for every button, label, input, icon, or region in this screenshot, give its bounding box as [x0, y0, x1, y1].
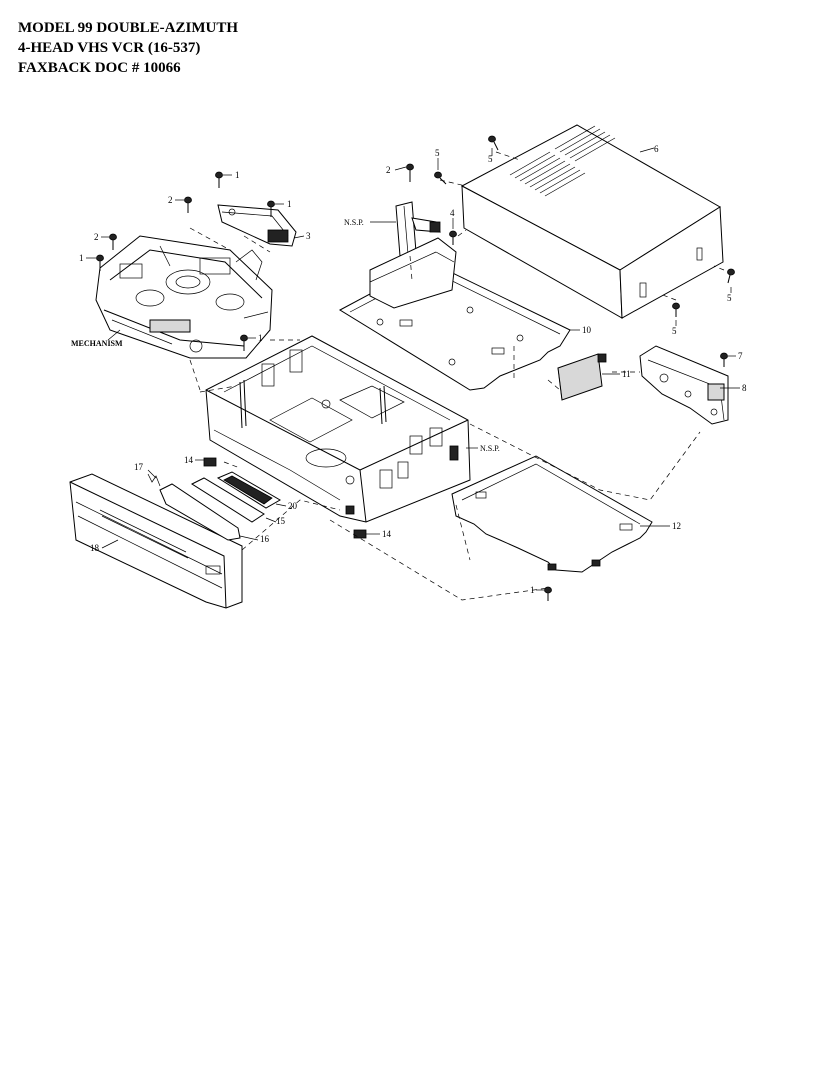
callout-1: 1 — [235, 170, 240, 180]
header-vcr-line: 4-HEAD VHS VCR (16-537) — [18, 40, 201, 56]
callout-2: 2 — [94, 232, 99, 242]
callout-4: 4 — [450, 208, 455, 218]
callout-20: 20 — [288, 501, 298, 511]
nsp-bracket — [395, 201, 441, 257]
nsp-chassis-label: N.S.P. — [480, 444, 500, 453]
leader-lines — [86, 147, 740, 591]
callout-3: 3 — [306, 231, 311, 241]
header-model-line: MODEL 99 DOUBLE-AZIMUTH — [18, 20, 239, 36]
top-plate — [338, 237, 571, 391]
front-panel — [69, 473, 243, 609]
screws — [96, 135, 735, 601]
rear-bracket — [639, 345, 729, 425]
callout-5: 5 — [672, 326, 677, 336]
callout-14: 14 — [184, 455, 194, 465]
callout-2: 2 — [386, 165, 391, 175]
callout-1: 1 — [287, 199, 292, 209]
tape-mechanism — [95, 235, 273, 359]
callout-8: 8 — [742, 383, 747, 393]
nsp-label: N.S.P. — [344, 218, 364, 227]
bottom-plate — [451, 455, 653, 573]
document-header: MODEL 99 DOUBLE-AZIMUTH 4-HEAD VHS VCR (… — [18, 18, 238, 78]
callout-15: 15 — [276, 516, 286, 526]
callout-numbers: 1 1 1 1 1 2 2 2 3 4 5 5 5 5 6 7 8 10 11 … — [71, 144, 747, 595]
callout-16: 16 — [260, 534, 270, 544]
callout-7: 7 — [738, 351, 743, 361]
callout-2: 2 — [168, 195, 173, 205]
side-bracket — [557, 353, 607, 401]
header-faxback-line: FAXBACK DOC # 10066 — [18, 60, 181, 76]
callout-6: 6 — [654, 144, 659, 154]
top-bracket — [217, 204, 297, 247]
callout-11: 11 — [622, 369, 631, 379]
assembly-guide-lines — [189, 151, 725, 601]
callout-12: 12 — [672, 521, 681, 531]
callout-18: 18 — [90, 543, 100, 553]
callout-1: 1 — [530, 585, 535, 595]
callout-1: 1 — [258, 333, 263, 343]
front-pcb-assembly — [147, 457, 367, 541]
callout-14: 14 — [382, 529, 392, 539]
callout-5: 5 — [488, 154, 493, 164]
callout-5: 5 — [727, 293, 732, 303]
callout-17: 17 — [134, 462, 144, 472]
callout-5: 5 — [435, 148, 440, 158]
callout-10: 10 — [582, 325, 592, 335]
main-chassis — [205, 335, 471, 523]
mechanism-label: MECHANISM — [71, 339, 123, 348]
callout-1: 1 — [79, 253, 84, 263]
top-cover — [460, 124, 724, 319]
